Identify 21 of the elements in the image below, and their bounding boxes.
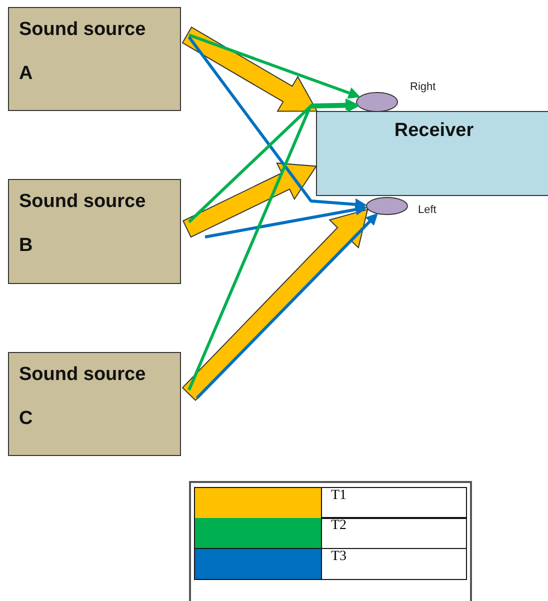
receiver-label: Receiver [394, 120, 474, 143]
ear-label: Right [410, 81, 436, 93]
source-label: Sound source B [19, 190, 147, 258]
arrow [204, 204, 368, 238]
arrow [188, 98, 358, 224]
legend-label: T1 [330, 488, 347, 504]
sound-source-box [8, 179, 181, 284]
arrow [188, 36, 368, 210]
thick-arrow [182, 162, 318, 238]
sound-source-box [8, 352, 181, 456]
arrow [188, 34, 360, 99]
legend-label: T3 [330, 548, 347, 566]
ear-ellipse [366, 197, 408, 215]
ear-ellipse [356, 92, 398, 112]
thick-arrow [182, 26, 318, 112]
receiver-box [316, 111, 548, 196]
source-label: Sound source C [19, 363, 147, 431]
ear-label: Left [418, 204, 436, 216]
source-label: Sound source A [19, 18, 147, 86]
legend-label: T2 [330, 518, 347, 535]
sound-source-box [8, 7, 181, 111]
